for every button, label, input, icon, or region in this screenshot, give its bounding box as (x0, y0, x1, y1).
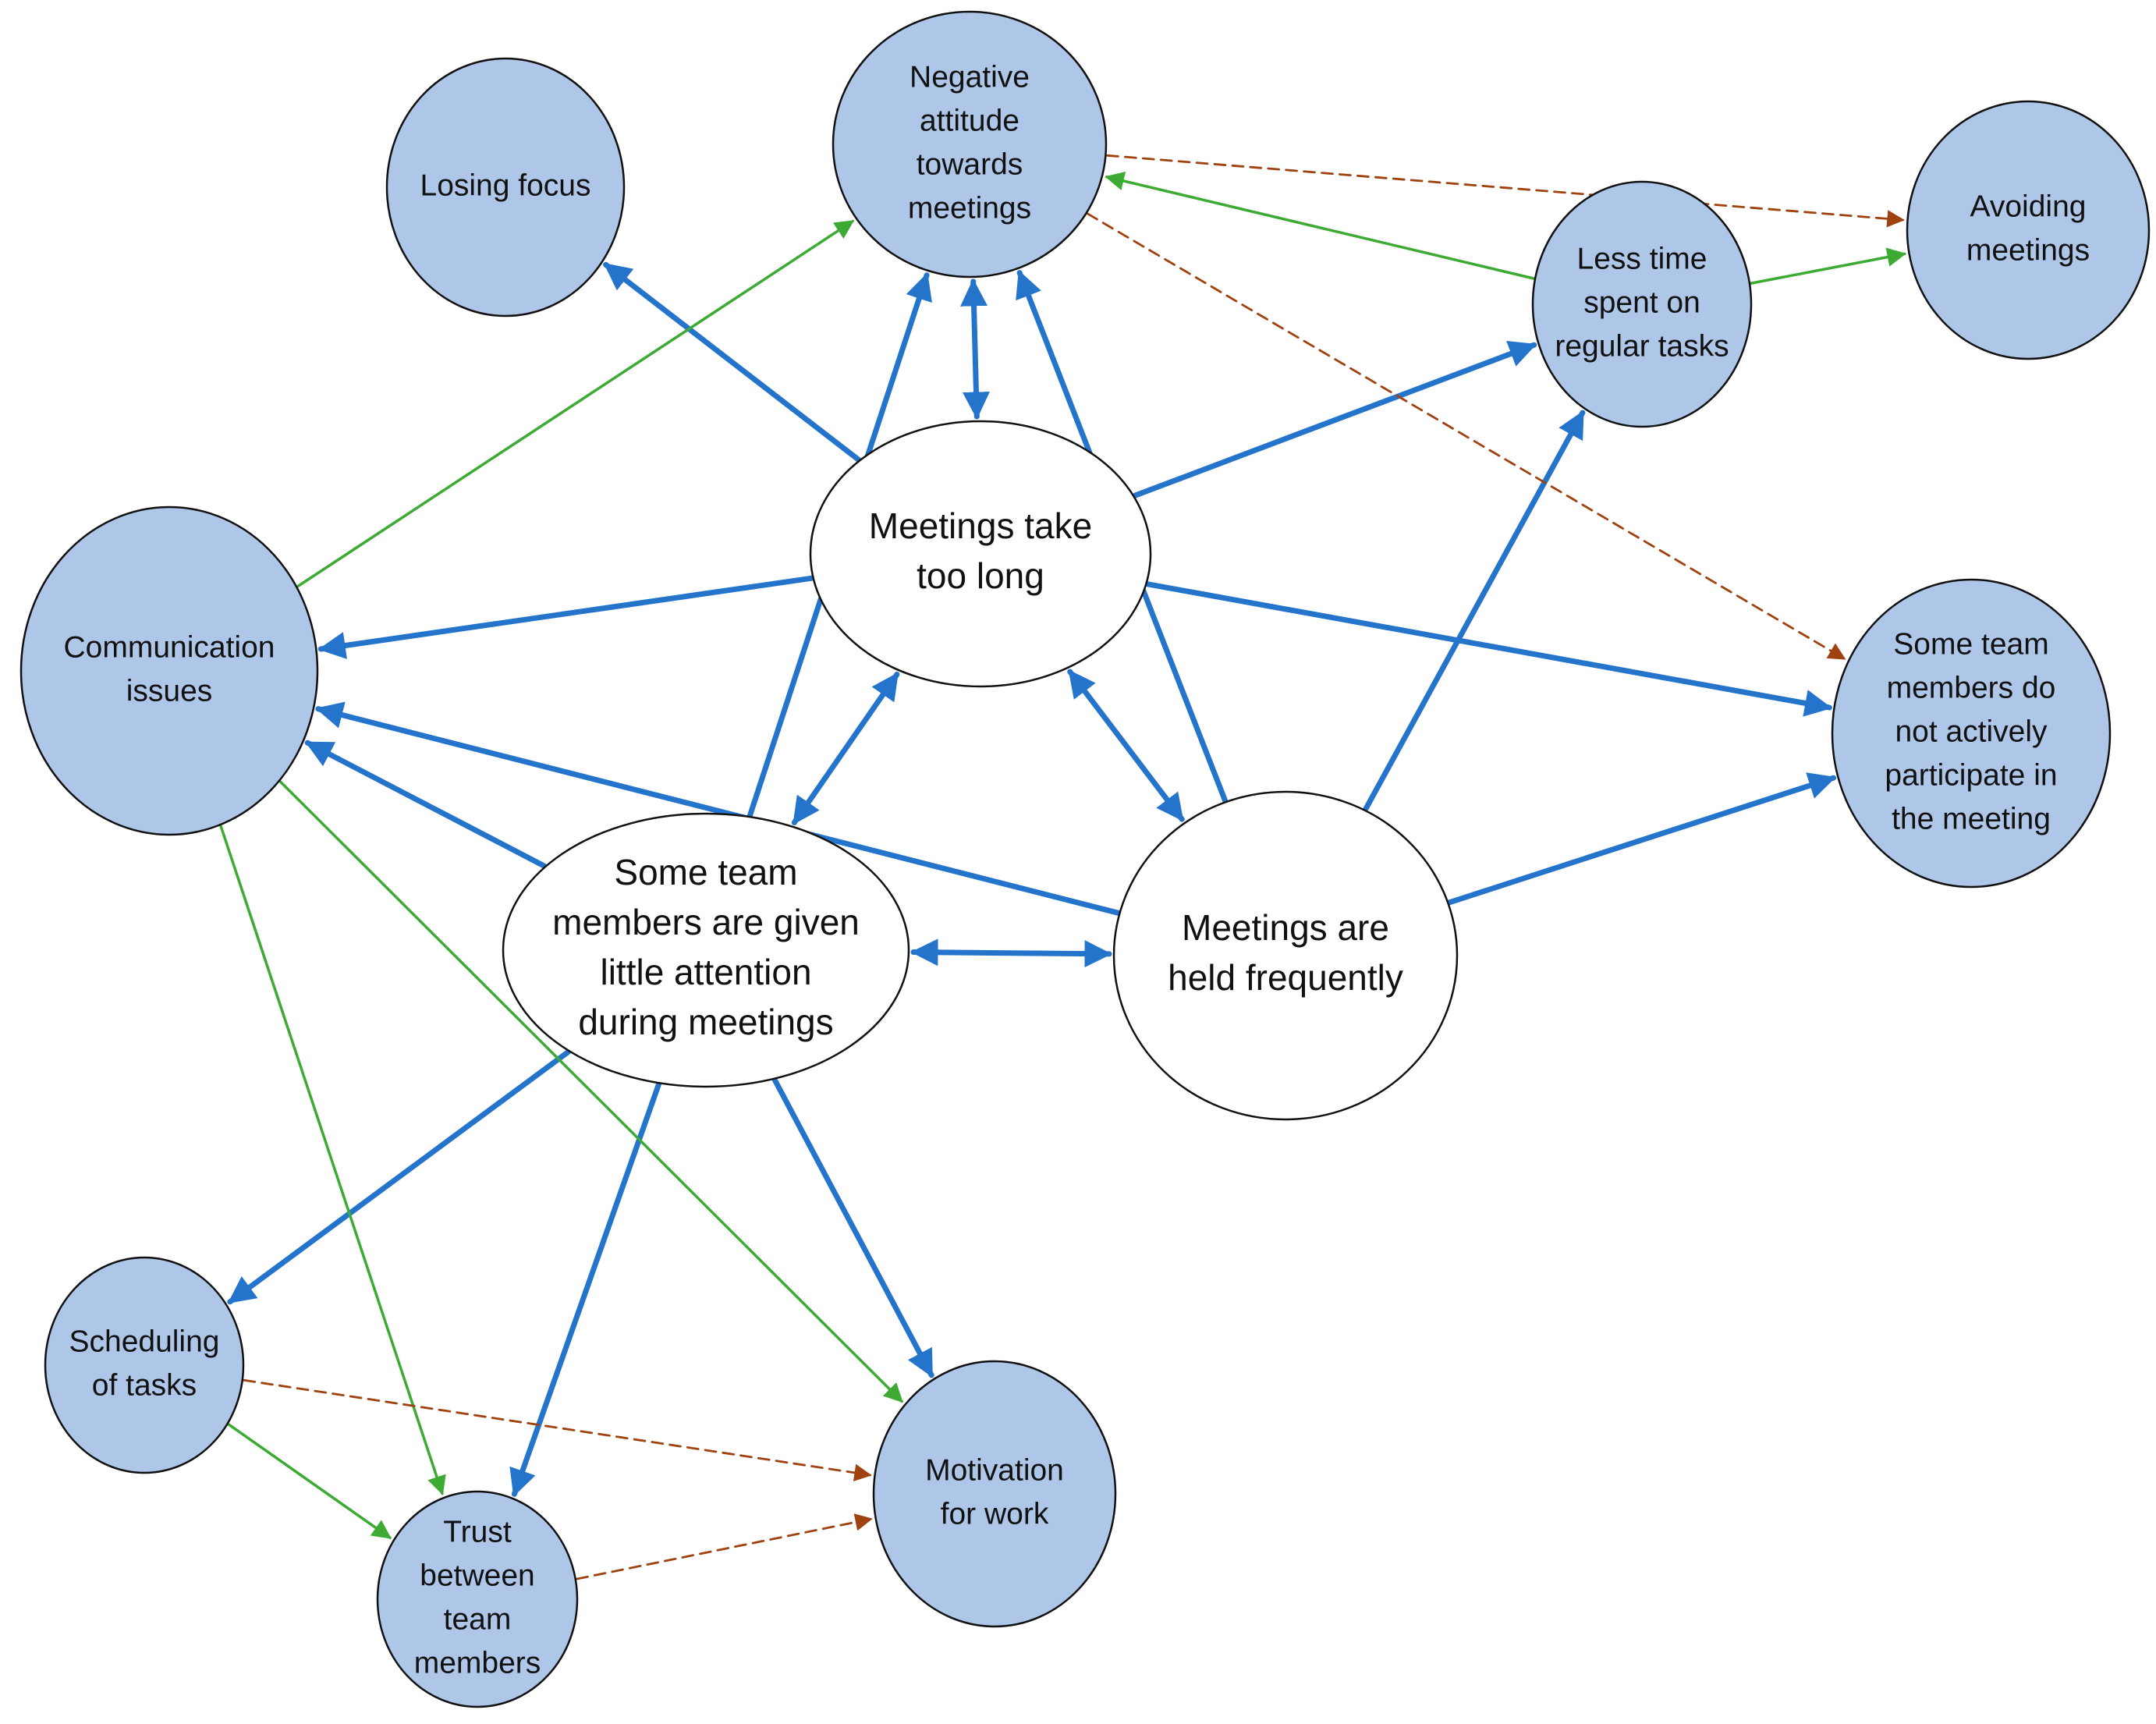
node-label-line: meetings (908, 191, 1031, 225)
node-label-line: Motivation (925, 1453, 1064, 1487)
node-label-line: Trust (443, 1515, 512, 1548)
node-losing-focus: Losing focus (385, 57, 626, 317)
edge-little-attention-to-scheduling-tasks (227, 1049, 571, 1305)
node-label-line: Negative (910, 60, 1030, 94)
node-label-line: spent on (1583, 286, 1700, 319)
node-communication-issues: Communication issues (20, 505, 319, 836)
edge-meetings-held-frequently-to-not-participate (1446, 772, 1836, 906)
node-label-line: Meetings take (869, 505, 1092, 546)
node-label-line: Meetings are (1182, 907, 1389, 948)
node-label-line: for work (941, 1497, 1049, 1531)
node-label-line: attitude (920, 104, 1019, 137)
edge-less-time-tasks-to-negative-attitude (1105, 171, 1535, 280)
node-label-line: members do (1887, 671, 2056, 704)
node-shape (1831, 578, 2112, 889)
node-negative-attitude: Negative attitude towards meetings (832, 10, 1108, 278)
node-label-line: Losing focus (420, 168, 591, 202)
edge-meetings-take-too-long-to-communication-issues (317, 575, 815, 659)
node-label-line: Scheduling (69, 1325, 220, 1358)
node-label-line: during meetings (578, 1002, 833, 1042)
edge-communication-issues-to-trust-members (219, 825, 446, 1495)
edge-little-attention-to-meetings-held-frequently (910, 938, 1112, 968)
edge-trust-members-to-motivation-work (576, 1513, 873, 1580)
node-shape (385, 57, 626, 317)
node-shape (1112, 790, 1459, 1121)
edge-communication-issues-to-motivation-work (278, 780, 903, 1403)
node-label-line: Some team (1893, 627, 2048, 661)
node-shape (1531, 180, 1753, 428)
node-shape (376, 1490, 579, 1708)
node-label-line: of tasks (92, 1368, 197, 1402)
node-label-line: between (420, 1559, 534, 1592)
node-label-line: team (444, 1602, 512, 1636)
node-not-participate: Some team members do not actively participa… (1831, 578, 2112, 889)
node-label-line: participate in (1885, 758, 2057, 792)
node-meetings-held-frequently: Meetings are held frequently (1112, 790, 1459, 1121)
edge-less-time-tasks-to-avoiding-meetings (1750, 247, 1907, 285)
node-less-time-tasks: Less time spent on regular tasks (1531, 180, 1753, 428)
node-shape (502, 812, 910, 1088)
edge-meetings-take-too-long-to-less-time-tasks (1132, 340, 1537, 498)
edge-negative-attitude-to-not-participate (1087, 212, 1846, 660)
edge-meetings-take-too-long-to-little-attention (791, 672, 900, 825)
edge-meetings-take-too-long-to-not-participate (1144, 581, 1832, 717)
node-meetings-take-too-long: Meetings take too long (809, 420, 1152, 688)
node-label-line: the meeting (1892, 802, 2051, 835)
node-label-line: Communication (64, 630, 275, 664)
node-label-line: members are given (552, 902, 860, 942)
edge-negative-attitude-to-avoiding-meetings (1106, 154, 1905, 228)
node-label-line: meetings (1966, 233, 2090, 267)
node-trust-members: Trust between team members (376, 1490, 579, 1708)
node-shape (832, 10, 1108, 278)
edge-meetings-take-too-long-to-meetings-held-frequently (1067, 669, 1185, 822)
node-label-line: too long (917, 555, 1044, 596)
node-label-line: towards (917, 147, 1023, 181)
node-label-line: members (414, 1646, 541, 1680)
edge-little-attention-to-communication-issues (304, 740, 547, 869)
node-label-line: not actively (1895, 715, 2048, 748)
node-label-line: Less time (1577, 242, 1707, 275)
node-shape (809, 420, 1152, 688)
edge-scheduling-tasks-to-trust-members (227, 1423, 392, 1539)
node-shape (20, 505, 319, 836)
edge-meetings-take-too-long-to-losing-focus (603, 261, 861, 463)
node-label-line: held frequently (1168, 957, 1403, 998)
node-shape (872, 1360, 1117, 1628)
node-label-line: Some team (614, 852, 797, 892)
edge-meetings-held-frequently-to-communication-issues (315, 701, 1121, 916)
node-little-attention: Some team members are given little attenti… (502, 812, 910, 1088)
edge-little-attention-to-motivation-work (771, 1077, 934, 1378)
node-shape (1906, 100, 2151, 360)
node-label-line: regular tasks (1555, 329, 1729, 363)
edge-communication-issues-to-negative-attitude (296, 219, 855, 588)
node-label-line: little attention (600, 952, 811, 992)
edge-meetings-take-too-long-to-negative-attitude (960, 278, 990, 420)
edge-meetings-held-frequently-to-less-time-tasks (1363, 410, 1586, 812)
node-shape (44, 1256, 245, 1474)
node-label-line: issues (126, 674, 213, 708)
node-label-line: Avoiding (1970, 190, 2087, 223)
node-motivation-work: Motivation for work (872, 1360, 1117, 1628)
node-scheduling-tasks: Scheduling of tasks (44, 1256, 245, 1474)
node-avoiding-meetings: Avoiding meetings (1906, 100, 2151, 360)
edge-scheduling-tasks-to-motivation-work (243, 1378, 872, 1481)
